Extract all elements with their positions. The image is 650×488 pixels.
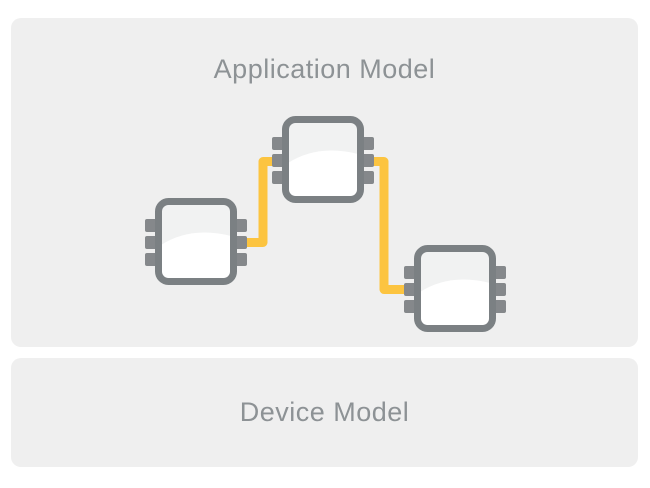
device-model-panel: Device Model xyxy=(11,358,638,467)
application-model-panel: Application Model xyxy=(11,18,638,347)
application-model-label: Application Model xyxy=(213,54,436,84)
device-model-label: Device Model xyxy=(239,397,410,427)
